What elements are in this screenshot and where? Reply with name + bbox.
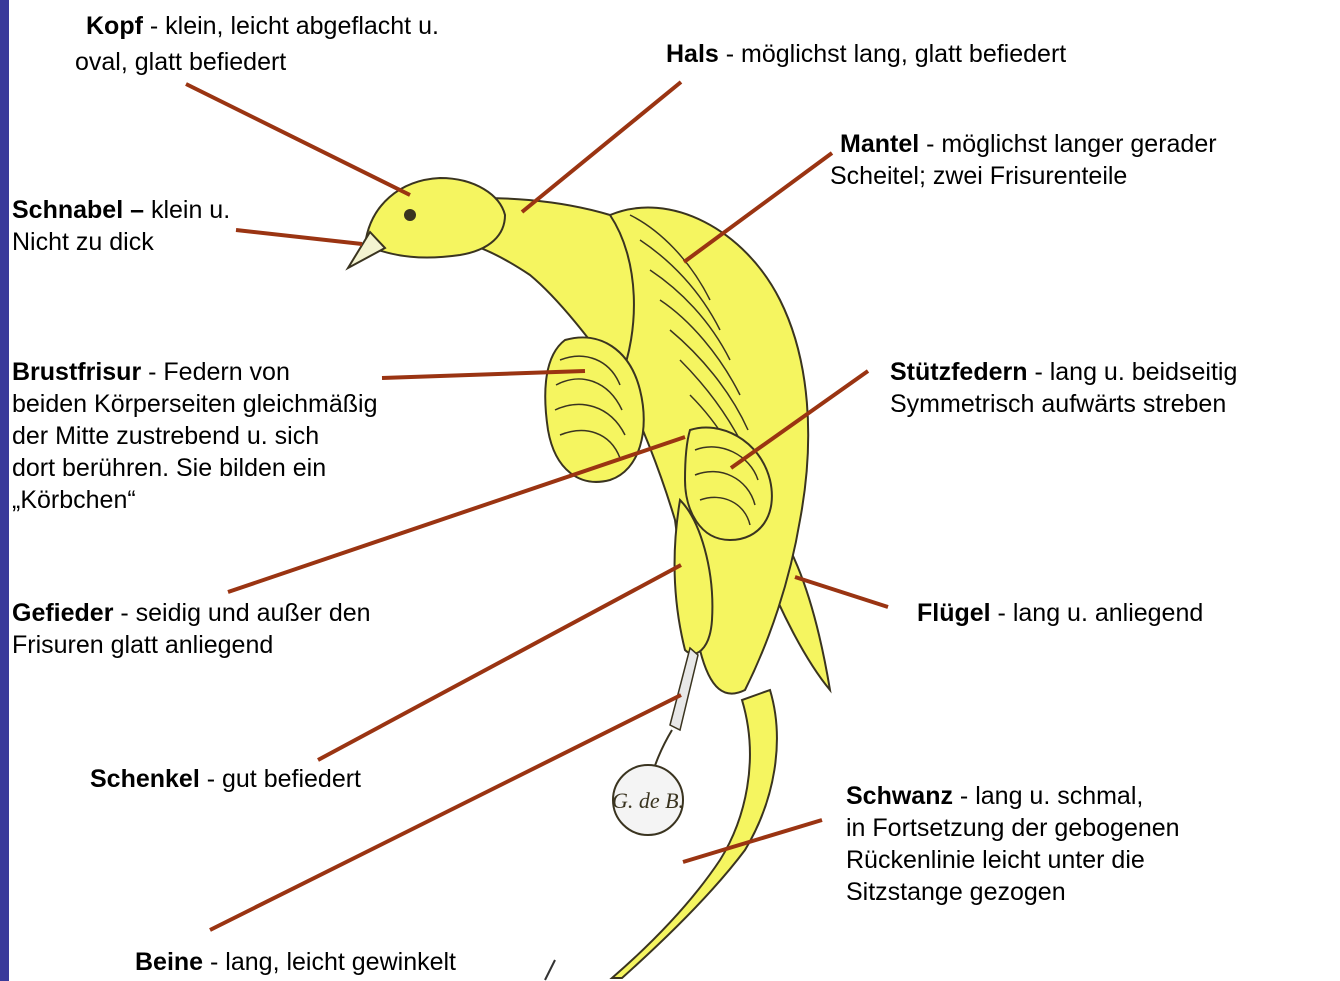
eye xyxy=(404,209,416,221)
perch xyxy=(545,960,555,980)
gefieder-line2: Frisuren glatt anliegend xyxy=(12,631,273,659)
schnabel-line1: klein u. xyxy=(144,196,230,224)
schenkel-line1: - gut befiedert xyxy=(200,765,361,793)
label-schwanz: Schwanz - lang u. schmal, in Fortsetzung… xyxy=(846,780,1180,908)
label-fluegel: Flügel - lang u. anliegend xyxy=(917,597,1203,629)
mantel-term: Mantel xyxy=(840,130,919,158)
beine-line1: - lang, leicht gewinkelt xyxy=(203,948,456,976)
head-shape xyxy=(365,178,505,258)
fluegel-term: Flügel xyxy=(917,599,991,627)
label-schenkel: Schenkel - gut befiedert xyxy=(90,763,361,795)
beine-term: Beine xyxy=(135,948,203,976)
schnabel-line2: Nicht zu dick xyxy=(12,228,154,256)
label-gefieder: Gefieder - seidig und außer den Frisuren… xyxy=(12,597,371,661)
label-hals: Hals - möglichst lang, glatt befiedert xyxy=(666,38,1066,70)
leader-schnabel xyxy=(236,230,362,244)
leader-schenkel xyxy=(318,565,681,760)
signature-text: G. de B. xyxy=(612,788,684,813)
mantel-line1: - möglichst langer gerader xyxy=(919,130,1216,158)
label-stuetzfedern: Stützfedern - lang u. beidseitig Symmetr… xyxy=(890,356,1237,420)
leader-beine xyxy=(210,695,681,930)
gefieder-term: Gefieder xyxy=(12,599,113,627)
kopf-line1: - klein, leicht abgeflacht u. xyxy=(143,12,439,40)
label-schnabel: Schnabel – klein u. Nicht zu dick xyxy=(12,194,230,258)
schwanz-term: Schwanz xyxy=(846,782,953,810)
brustfrisur-term: Brustfrisur xyxy=(12,358,141,386)
hals-line1: - möglichst lang, glatt befiedert xyxy=(719,40,1066,68)
brustfrisur-line3: der Mitte zustrebend u. sich xyxy=(12,422,319,450)
schwanz-line4: Sitzstange gezogen xyxy=(846,878,1066,906)
label-kopf-2: oval, glatt befiedert xyxy=(75,46,286,78)
leader-kopf xyxy=(186,84,410,195)
mantel-line2: Scheitel; zwei Frisurenteile xyxy=(830,162,1127,190)
brustfrisur-line2: beiden Körperseiten gleichmäßig xyxy=(12,390,378,418)
brustfrisur-line1: - Federn von xyxy=(141,358,290,386)
fluegel-line1: - lang u. anliegend xyxy=(991,599,1204,627)
stuetzfedern-line2: Symmetrisch aufwärts streben xyxy=(890,390,1226,418)
schwanz-line2: in Fortsetzung der gebogenen xyxy=(846,814,1180,842)
schwanz-line1: - lang u. schmal, xyxy=(953,782,1143,810)
kopf-term: Kopf xyxy=(86,12,143,40)
leader-hals xyxy=(522,82,681,212)
leader-mantel xyxy=(684,153,832,262)
schnabel-term: Schnabel – xyxy=(12,196,144,224)
brustfrisur-line4: dort berühren. Sie bilden ein xyxy=(12,454,326,482)
gefieder-line1: - seidig und außer den xyxy=(113,599,370,627)
label-mantel: Mantel - möglichst langer gerader Scheit… xyxy=(830,128,1217,192)
stuetzfedern-term: Stützfedern xyxy=(890,358,1028,386)
label-brustfrisur: Brustfrisur - Federn von beiden Körperse… xyxy=(12,356,378,516)
kopf-line2: oval, glatt befiedert xyxy=(75,48,286,76)
label-beine: Beine - lang, leicht gewinkelt xyxy=(135,946,456,978)
label-kopf: Kopf - klein, leicht abgeflacht u. xyxy=(86,10,439,42)
leg-shape xyxy=(670,648,698,730)
stuetzfedern-line1: - lang u. beidseitig xyxy=(1028,358,1238,386)
schenkel-term: Schenkel xyxy=(90,765,200,793)
schwanz-line3: Rückenlinie leicht unter die xyxy=(846,846,1145,874)
hals-term: Hals xyxy=(666,40,719,68)
brustfrisur-line5: „Körbchen“ xyxy=(12,486,136,514)
